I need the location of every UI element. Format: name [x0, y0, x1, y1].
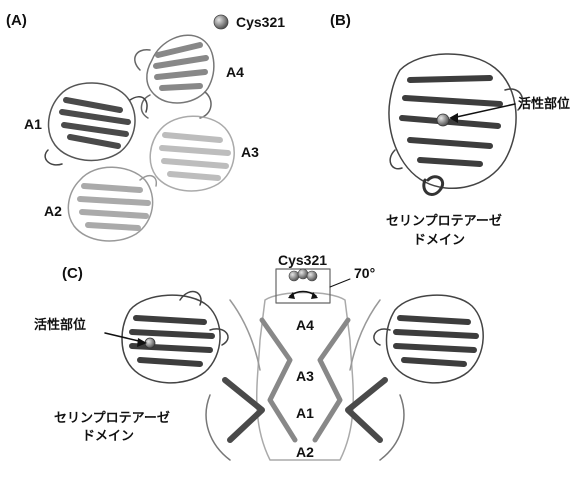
a2-domain [68, 167, 156, 241]
cys321-label-c: Cys321 [278, 253, 327, 267]
protease-domain-label-b-line1: セリンプロテアーゼ [386, 215, 502, 228]
panel-c-label: (C) [62, 266, 83, 281]
active-site-label-c: 活性部位 [34, 319, 86, 332]
a2-label-c: A2 [296, 445, 314, 459]
a1-label-c: A1 [296, 406, 314, 420]
a1-label-a: A1 [24, 117, 42, 131]
a3-domain [150, 116, 234, 191]
a4-label-c: A4 [296, 318, 314, 332]
angle-leader [330, 279, 350, 287]
protease-domain-label-c-line2: ドメイン [82, 430, 134, 443]
angle-label: 70° [354, 266, 375, 280]
panel-c-structure [105, 269, 483, 460]
a3-label-c: A3 [296, 369, 314, 383]
right-protease-domain [374, 295, 483, 383]
cys321-sphere-c3 [307, 271, 317, 281]
left-protease-domain [122, 292, 228, 383]
active-site-label-b: 活性部位 [518, 98, 570, 111]
a1-domain [45, 83, 147, 165]
protease-domain-label-b-line2: ドメイン [413, 234, 465, 247]
cys321-sphere-c2 [298, 269, 308, 279]
active-site-arrow-b [452, 104, 515, 118]
cys321-label-a: Cys321 [236, 15, 285, 29]
active-site-sphere-b [437, 114, 449, 126]
a3-label-a: A3 [241, 145, 259, 159]
panel-b-label: (B) [330, 13, 351, 28]
a2-label-a: A2 [44, 204, 62, 218]
a4-label-a: A4 [226, 65, 244, 79]
cys321-sphere-c1 [289, 271, 299, 281]
panel-a-label: (A) [6, 13, 27, 28]
panel-a-structure [45, 15, 234, 241]
cys321-sphere-a [214, 15, 228, 29]
protease-domain-label-c-line1: セリンプロテアーゼ [54, 412, 170, 425]
panel-b-structure [389, 54, 522, 195]
